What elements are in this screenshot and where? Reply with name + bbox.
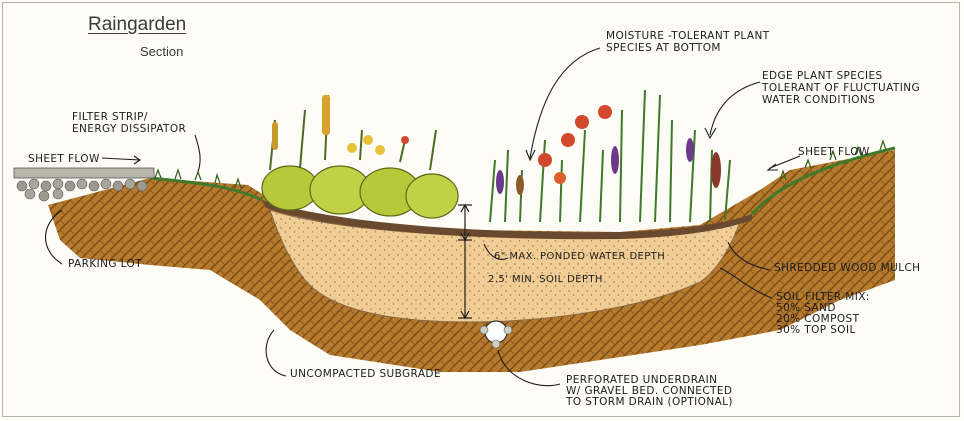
bottom-plants: [490, 90, 730, 222]
label-underdrain: PERFORATED UNDERDRAIN W/ GRAVEL BED. CON…: [566, 375, 733, 408]
label-line: EDGE PLANT SPECIES: [762, 70, 920, 82]
label-sheet-flow-left: SHEET FLOW: [28, 153, 100, 165]
label-line: TO STORM DRAIN (OPTIONAL): [566, 397, 733, 408]
label-line: SPECIES AT BOTTOM: [606, 42, 770, 54]
label-line: 30% TOP SOIL: [776, 325, 870, 336]
label-ponded-water: 6" MAX. PONDED WATER DEPTH: [494, 251, 665, 263]
label-edge-plants: EDGE PLANT SPECIES TOLERANT OF FLUCTUATI…: [762, 70, 920, 106]
label-line: FILTER STRIP/: [72, 111, 186, 123]
label-wood-mulch: SHREDDED WOOD MULCH: [774, 262, 920, 274]
label-line: TOLERANT OF FLUCTUATING: [762, 82, 920, 94]
label-line: WATER CONDITIONS: [762, 94, 920, 106]
diagram-title: Raingarden: [88, 14, 186, 36]
label-line: ENERGY DISSIPATOR: [72, 123, 186, 135]
label-soil-depth: 2.5' MIN. SOIL DEPTH: [488, 274, 603, 286]
label-subgrade: UNCOMPACTED SUBGRADE: [290, 368, 441, 380]
slope-shrubs: [262, 95, 458, 218]
diagram-subtitle: Section: [140, 44, 183, 59]
label-moisture-plants: MOISTURE -TOLERANT PLANT SPECIES AT BOTT…: [606, 30, 770, 54]
label-parking-lot: PARKING LOT: [68, 258, 142, 270]
label-sheet-flow-right: SHEET FLOW: [798, 146, 870, 158]
label-filter-strip: FILTER STRIP/ ENERGY DISSIPATOR: [72, 111, 186, 135]
pavement: [14, 168, 154, 178]
label-soil-filter-mix: SOIL FILTER MIX: 50% SAND 20% COMPOST 30…: [776, 292, 870, 336]
label-line: MOISTURE -TOLERANT PLANT: [606, 30, 770, 42]
